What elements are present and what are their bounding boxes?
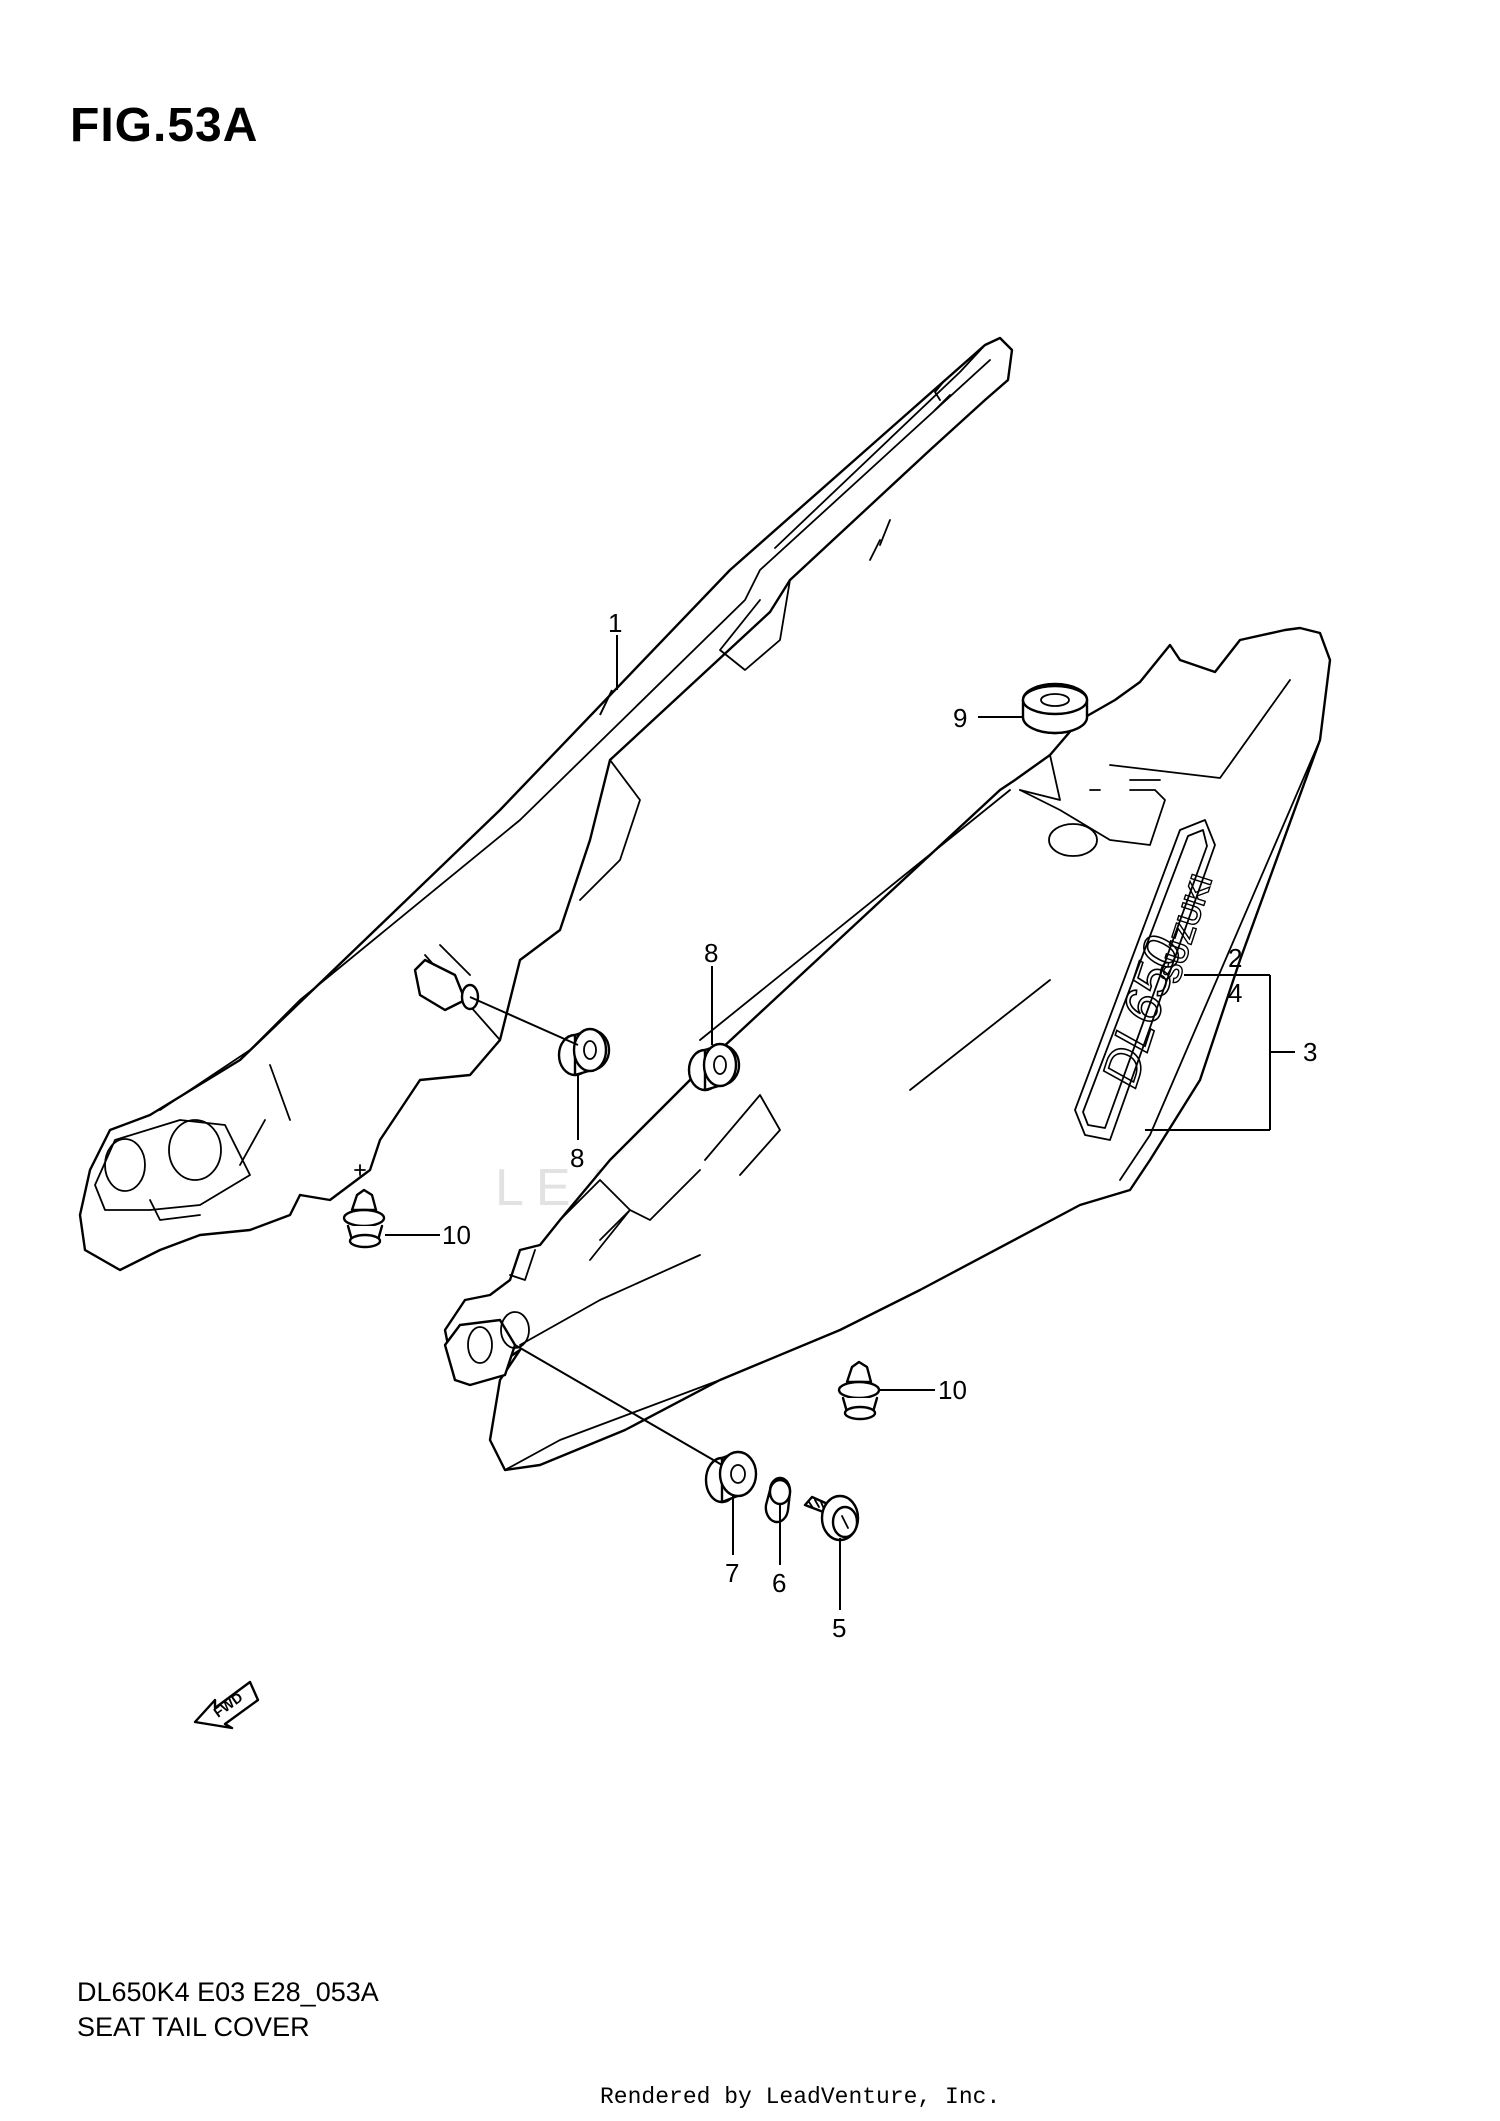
grommet-8-center-part[interactable] [687,1042,741,1092]
grommet-7-part[interactable] [704,1450,758,1504]
callout-10-left: 10 [442,1220,471,1250]
figure-title: FIG.53A [70,99,259,152]
callout-8-left: 8 [570,1143,584,1173]
rendered-by-credit: Rendered by LeadVenture, Inc. [600,2084,1001,2110]
callout-4: 4 [1228,978,1242,1008]
clip-10-right-part[interactable] [837,1360,881,1421]
callout-8-center: 8 [704,938,718,968]
diagram-name: SEAT TAIL COVER [77,2012,310,2042]
left-tail-cover-part[interactable] [78,336,1014,1272]
callout-2: 2 [1228,943,1242,973]
grommet-8-left-part[interactable] [557,1027,611,1077]
right-tail-cover-part[interactable]: DL650 SUZUKI [443,626,1332,1472]
callout-7: 7 [725,1558,739,1588]
callout-5: 5 [832,1613,846,1643]
clip-10-left-part[interactable] [342,1188,386,1249]
callout-9: 9 [953,703,967,733]
grommet-9-part[interactable] [1021,682,1089,735]
callout-6: 6 [772,1568,786,1598]
leader-lines [385,635,1295,1610]
callout-labels: 1 2 4 3 5 6 7 8 8 9 10 10 [442,608,1317,1643]
diagram-code: DL650K4 E03 E28_053A [77,1977,379,2007]
callout-10-right: 10 [938,1375,967,1405]
bolt-5-part[interactable] [803,1494,860,1542]
callout-1: 1 [608,608,622,638]
collar-6-part[interactable] [764,1476,792,1524]
callout-3: 3 [1303,1037,1317,1067]
fwd-arrow-icon: FWD [193,1680,260,1730]
